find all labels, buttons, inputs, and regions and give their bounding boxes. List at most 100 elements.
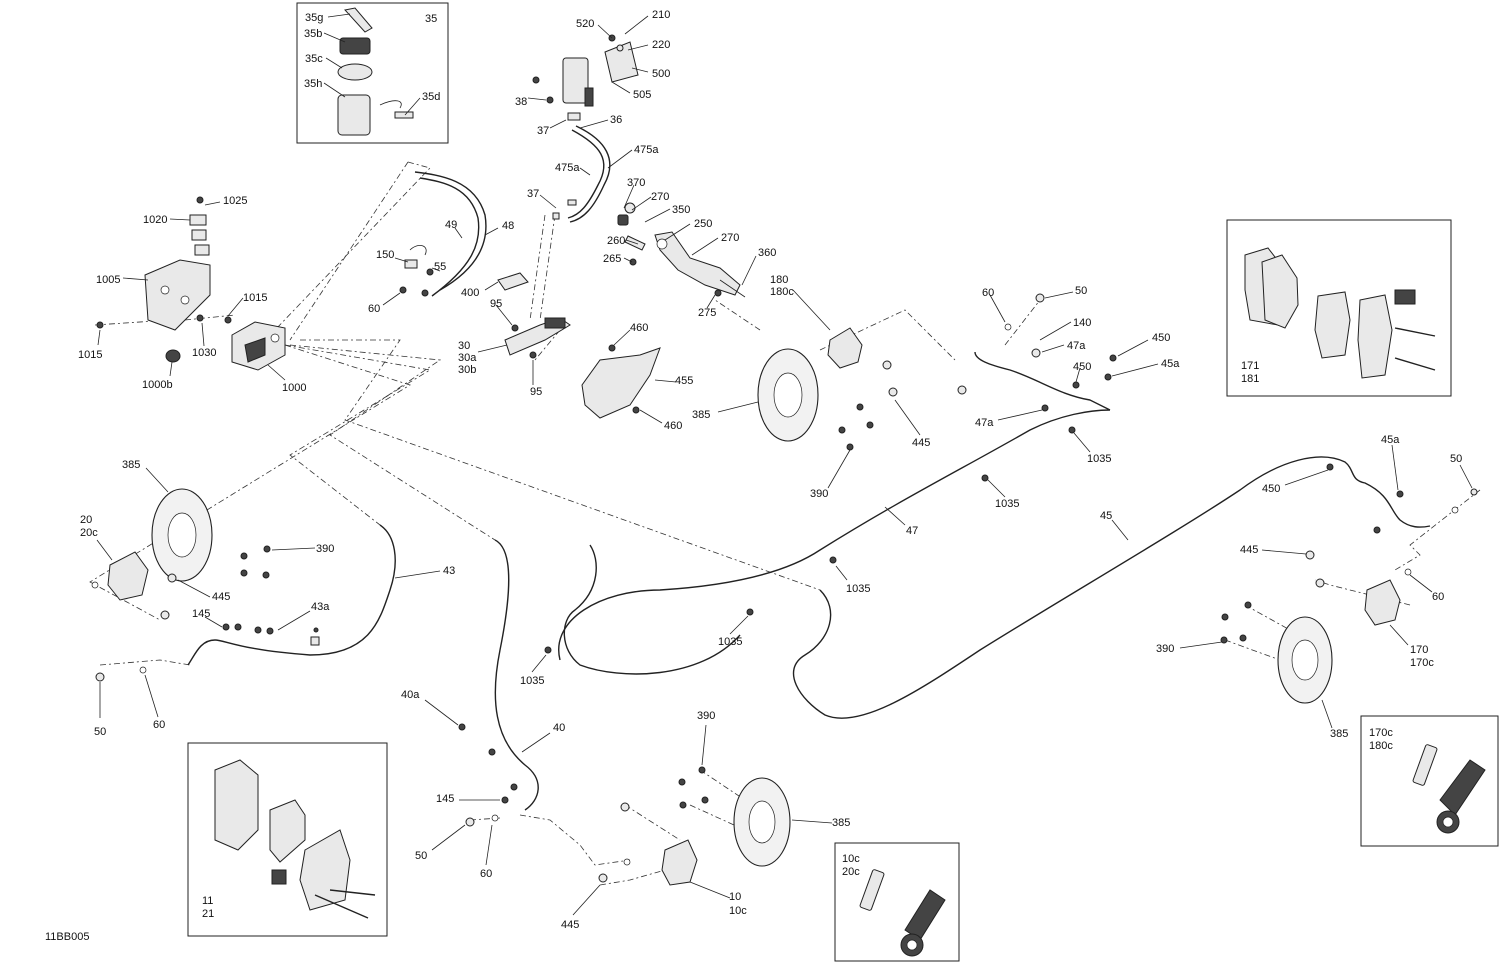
label-30a: 30a xyxy=(458,352,477,364)
label-220: 220 xyxy=(652,39,670,51)
label-1035-lower-left: 1035 xyxy=(520,675,544,687)
brake-lines xyxy=(187,125,1431,811)
label-181: 181 xyxy=(1241,373,1259,385)
label-35g: 35g xyxy=(305,12,323,24)
label-60-right: 60 xyxy=(982,287,994,299)
label-37-mid: 37 xyxy=(527,188,539,200)
label-170: 170 xyxy=(1410,644,1428,656)
label-1000b: 1000b xyxy=(142,379,173,391)
label-260: 260 xyxy=(607,235,625,247)
label-60-rear: 60 xyxy=(1432,591,1444,603)
label-520: 520 xyxy=(576,18,594,30)
label-445-bottom: 445 xyxy=(561,919,579,931)
label-1015-left: 1015 xyxy=(78,349,102,361)
label-10: 10 xyxy=(729,891,741,903)
label-445-front-right: 445 xyxy=(912,437,930,449)
label-50-right: 50 xyxy=(1075,285,1087,297)
label-47a-bottom: 47a xyxy=(975,417,994,429)
inset-box-bleeder-front xyxy=(834,842,960,962)
label-385-front-left: 385 xyxy=(122,459,140,471)
label-475a-right: 475a xyxy=(634,144,659,156)
label-400: 400 xyxy=(461,287,479,299)
assembly-dashed-lines xyxy=(89,161,1481,886)
label-505: 505 xyxy=(633,89,651,101)
label-20c-inset: 20c xyxy=(842,866,860,878)
label-43a: 43a xyxy=(311,601,330,613)
label-95-bottom: 95 xyxy=(530,386,542,398)
bleeder-front xyxy=(859,869,946,957)
leader-lines xyxy=(96,13,1473,916)
label-385-rear: 385 xyxy=(1330,728,1348,740)
label-180c: 180c xyxy=(770,286,794,298)
label-50-bottom: 50 xyxy=(415,850,427,862)
label-40a: 40a xyxy=(401,689,420,701)
label-1000: 1000 xyxy=(282,382,306,394)
label-35c: 35c xyxy=(305,53,323,65)
label-171: 171 xyxy=(1241,360,1259,372)
rear-pads-set xyxy=(1244,247,1436,379)
label-500: 500 xyxy=(652,68,670,80)
label-55: 55 xyxy=(434,261,446,273)
callout-labels: 35g 35 35b 35c 35h 35d 520 210 220 500 5… xyxy=(45,9,1462,943)
label-45a-top: 45a xyxy=(1161,358,1180,370)
label-60-bottom: 60 xyxy=(480,868,492,880)
label-385-front-right: 385 xyxy=(692,409,710,421)
label-445-front-left: 445 xyxy=(212,591,230,603)
label-30b: 30b xyxy=(458,364,476,376)
label-350: 350 xyxy=(672,204,690,216)
label-10c: 10c xyxy=(729,905,747,917)
label-460-top: 460 xyxy=(630,322,648,334)
label-47: 47 xyxy=(906,525,918,537)
label-455: 455 xyxy=(675,375,693,387)
label-460-bottom: 460 xyxy=(664,420,682,432)
heat-shield xyxy=(581,344,661,419)
label-49: 49 xyxy=(445,219,457,231)
label-180c-inset: 180c xyxy=(1369,740,1393,752)
switch-and-clamp xyxy=(399,245,529,297)
label-1030: 1030 xyxy=(192,347,216,359)
brake-pedal xyxy=(617,202,746,298)
label-450-mid: 450 xyxy=(1073,361,1091,373)
label-48: 48 xyxy=(502,220,514,232)
bleeder-rear xyxy=(1412,744,1486,834)
label-35: 35 xyxy=(425,13,437,25)
label-1035-lower-right: 1035 xyxy=(846,583,870,595)
label-40: 40 xyxy=(553,722,565,734)
label-140: 140 xyxy=(1073,317,1091,329)
label-35b: 35b xyxy=(304,28,322,40)
label-265: 265 xyxy=(603,253,621,265)
label-1035-mid: 1035 xyxy=(995,498,1019,510)
inset-box-front-pads xyxy=(187,742,388,937)
label-370: 370 xyxy=(627,177,645,189)
label-170c: 170c xyxy=(1410,657,1434,669)
label-36: 36 xyxy=(610,114,622,126)
brake-discs xyxy=(151,348,1333,867)
label-1005: 1005 xyxy=(96,274,120,286)
inset-box-bleeder-rear xyxy=(1360,715,1499,847)
label-275: 275 xyxy=(698,307,716,319)
label-43: 43 xyxy=(443,565,455,577)
label-37-top: 37 xyxy=(537,125,549,137)
label-60-pedal: 60 xyxy=(368,303,380,315)
label-390-front-right: 390 xyxy=(810,488,828,500)
master-cylinder-reservoir xyxy=(532,34,639,220)
label-180: 180 xyxy=(770,274,788,286)
front-pads-set xyxy=(214,759,376,919)
label-475a-left: 475a xyxy=(555,162,580,174)
label-21: 21 xyxy=(202,908,214,920)
label-50-far-right: 50 xyxy=(1450,453,1462,465)
fittings-and-bolts xyxy=(91,293,1478,883)
label-210: 210 xyxy=(652,9,670,21)
label-1015-right: 1015 xyxy=(243,292,267,304)
label-390-rear: 390 xyxy=(1156,643,1174,655)
label-20c: 20c xyxy=(80,527,98,539)
abs-bracket xyxy=(96,196,232,363)
label-145-left: 145 xyxy=(192,608,210,620)
label-11: 11 xyxy=(202,895,213,907)
inset-box-rear-pads xyxy=(1226,219,1452,397)
inset-box-reservoir xyxy=(296,2,449,144)
label-390-bottom: 390 xyxy=(697,710,715,722)
label-95-top: 95 xyxy=(490,298,502,310)
